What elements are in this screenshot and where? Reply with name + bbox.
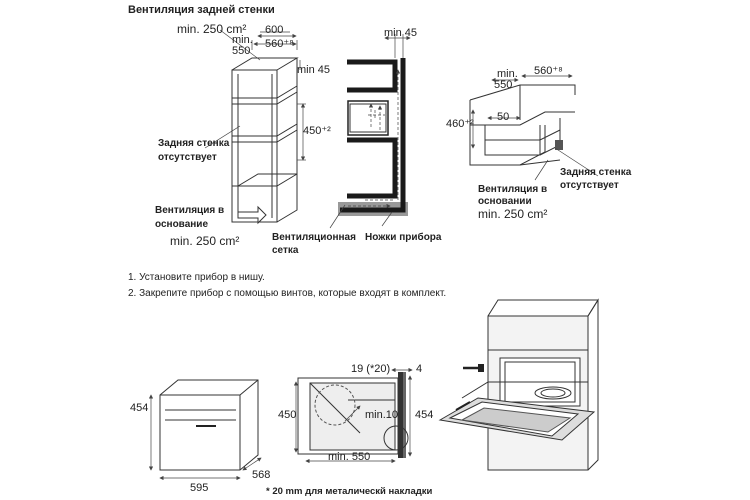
dim-min550-a: min. (232, 34, 253, 46)
dim-560: 560⁺⁸ (265, 38, 294, 50)
base-vent-right-a: Вентиляция в (478, 184, 548, 195)
step-2: 2. Закрепите прибор с помощью винтов, ко… (128, 288, 447, 299)
step-1: 1. Установите прибор в нишу. (128, 272, 265, 283)
side-section-figure (329, 34, 411, 229)
dim-min45-left: min 45 (297, 64, 331, 76)
dim-4: 4 (416, 363, 423, 375)
footnote: * 20 mm для металическй накладки (266, 486, 433, 497)
dim-min45-middle: min 45 (384, 27, 418, 39)
appliance-front-figure (148, 379, 262, 481)
dim-595: 595 (190, 482, 209, 494)
grille-label-a: Вентиляционная (272, 232, 356, 243)
dim-min550-b: 550 (232, 45, 251, 57)
base-vent-right-b: основании (478, 196, 532, 207)
niche-section-figure (293, 367, 413, 464)
dim-450-bottom: 450 (278, 409, 297, 421)
dim-50: 50 (497, 111, 510, 123)
dim-450-left: 450⁺² (303, 125, 331, 137)
niche-cabinet-figure (469, 73, 599, 181)
dim-454-bottom: 454 (415, 409, 434, 421)
dim-min10: min.10 (365, 409, 399, 421)
vent-area-top-label: min. 250 cm² (177, 22, 247, 36)
no-back-wall-left-a: Задняя стенка (158, 138, 230, 149)
dim-560-right: 560⁺⁸ (534, 65, 563, 77)
no-back-wall-right-b: отсутствует (560, 180, 619, 191)
vent-area-bottom-label: min. 250 cm² (170, 234, 240, 248)
no-back-wall-left-b: отсутствует (158, 152, 217, 163)
base-vent-left-a: Вентиляция в (155, 205, 225, 216)
installed-appliance-figure (438, 298, 599, 471)
dim-568: 568 (252, 469, 271, 481)
no-back-wall-right-a: Задняя стенка (560, 167, 632, 178)
dim-min550-bottom: min. 550 (328, 451, 371, 463)
base-vent-left-b: основание (155, 219, 209, 230)
tall-cabinet-figure (204, 29, 306, 225)
dim-600: 600 (265, 24, 284, 36)
rear-vent-title: Вентиляция задней стенки (128, 4, 275, 16)
dim-min550-right-a: min. (497, 68, 518, 80)
feet-label: Ножки прибора (365, 232, 442, 243)
dim-min550-right-b: 550 (494, 79, 513, 91)
dim-19: 19 (*20) (351, 363, 391, 375)
grille-label-b: сетка (272, 245, 299, 256)
dim-460: 460⁺² (446, 118, 474, 130)
dim-454-left: 454 (130, 402, 149, 414)
vent-area-right: min. 250 cm² (478, 207, 548, 221)
